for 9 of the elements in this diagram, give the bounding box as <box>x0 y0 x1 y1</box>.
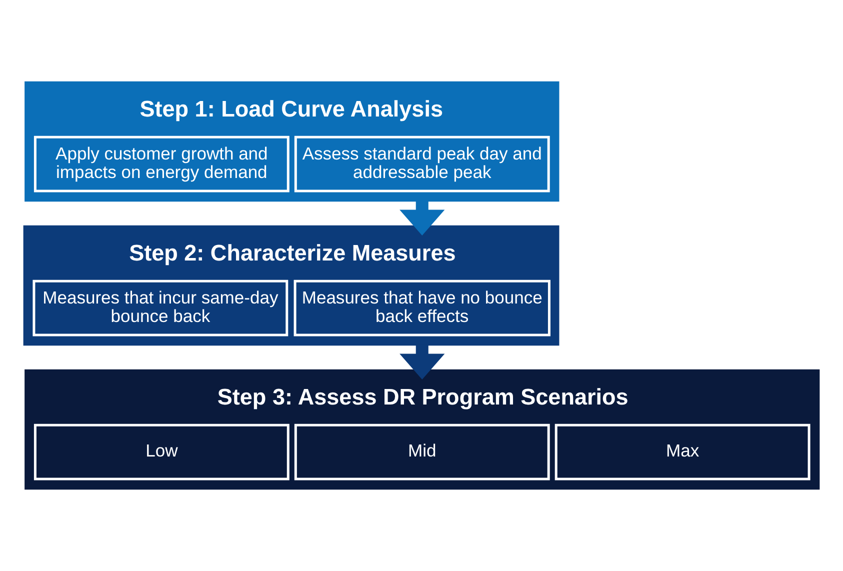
node-box: Mid <box>294 424 550 480</box>
node-box: Low <box>34 424 290 480</box>
node-box: Measures that incur same-day bounce back <box>32 280 288 336</box>
node-box: Max <box>554 424 810 480</box>
node-box: Measures that have no bounce back effects <box>294 280 550 336</box>
arrow <box>400 200 445 236</box>
arrow <box>400 344 445 380</box>
node-box: Assess standard peak day and addressable peak <box>294 136 550 192</box>
node-box: Apply customer growth and impacts on energy demand <box>34 136 290 192</box>
